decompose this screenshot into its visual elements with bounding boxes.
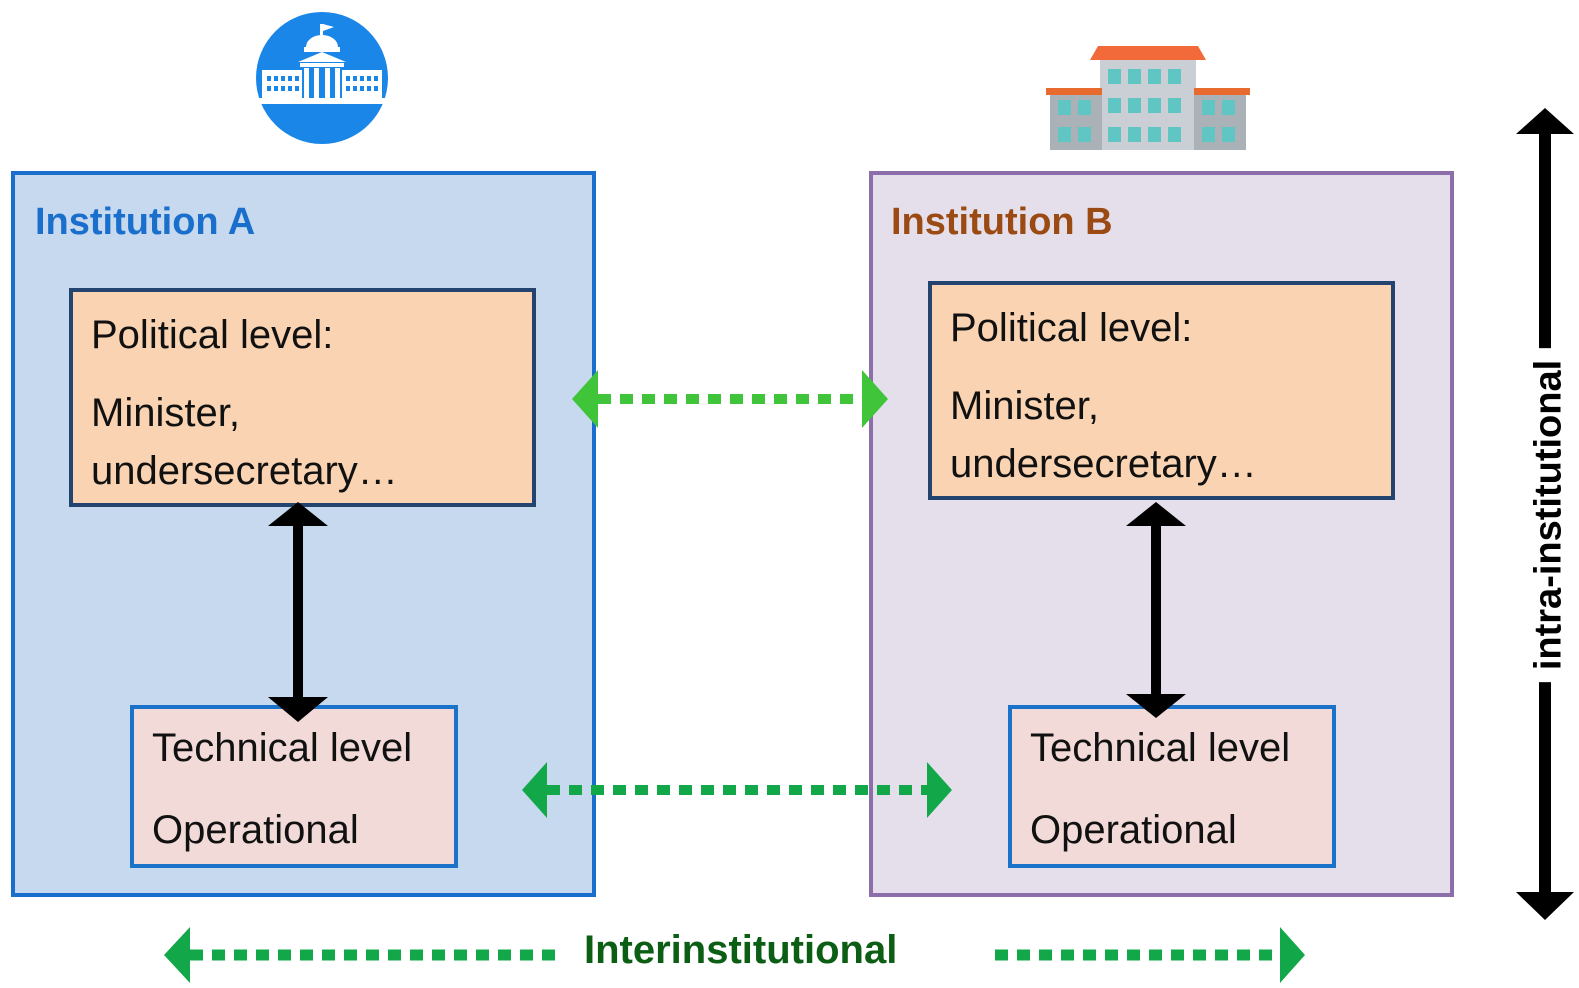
- political-level-heading: Political level:: [91, 313, 334, 357]
- institution-a-political-level-box: Political level: Minister, undersecretar…: [69, 288, 536, 507]
- institution-b-title: Institution B: [891, 201, 1113, 243]
- political-interinstitutional-arrow: [572, 370, 888, 428]
- political-level-roles-line1: Minister,: [91, 391, 240, 435]
- political-level-heading: Political level:: [950, 306, 1193, 350]
- political-level-roles-line1: Minister,: [950, 384, 1099, 428]
- intra-institutional-label: intra-institutional: [1527, 347, 1571, 683]
- office-building-icon: [1046, 46, 1250, 150]
- institution-b-technical-level-box: Technical level Operational: [1008, 705, 1336, 868]
- technical-level-heading: Technical level: [152, 726, 413, 770]
- institution-a-title: Institution A: [35, 201, 256, 243]
- technical-level-description: Operational: [152, 808, 359, 852]
- government-building-icon: [256, 12, 388, 144]
- institution-b-political-level-box: Political level: Minister, undersecretar…: [928, 281, 1395, 500]
- interinstitutional-label: Interinstitutional: [584, 928, 898, 972]
- interinstitutional-legend-arrow: [164, 927, 1305, 983]
- political-level-roles-line2: undersecretary…: [91, 449, 398, 493]
- technical-interinstitutional-arrow: [522, 762, 952, 818]
- technical-level-heading: Technical level: [1030, 726, 1291, 770]
- technical-level-description: Operational: [1030, 808, 1237, 852]
- intra-arrow-institution-b: [1126, 502, 1186, 718]
- political-level-roles-line2: undersecretary…: [950, 442, 1257, 486]
- intra-arrow-institution-a: [268, 502, 328, 722]
- institution-a-technical-level-box: Technical level Operational: [130, 705, 458, 868]
